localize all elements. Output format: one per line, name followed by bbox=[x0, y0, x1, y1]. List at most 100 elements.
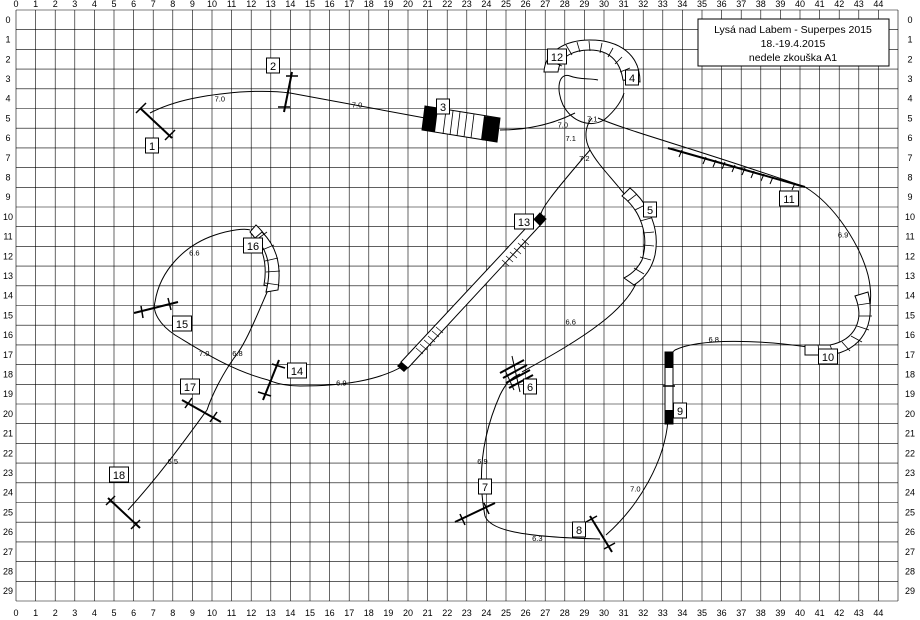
y-axis-label-right: 2 bbox=[907, 54, 912, 64]
distance-label: 6.9 bbox=[336, 378, 346, 387]
title-box: Lysá nad Labem - Superpes 2015 18.-19.4.… bbox=[697, 18, 890, 67]
y-axis-label-right: 3 bbox=[907, 74, 912, 84]
y-axis-label-right: 10 bbox=[905, 212, 915, 222]
obstacle-label-4: 4 bbox=[625, 69, 639, 86]
y-axis-label-right: 1 bbox=[907, 35, 912, 45]
distance-label: 6.3 bbox=[532, 534, 542, 543]
obstacle-label-16: 16 bbox=[243, 237, 263, 254]
title-line-3: nedele zkouška A1 bbox=[749, 52, 837, 64]
x-axis-label-bottom: 42 bbox=[834, 608, 844, 618]
y-axis-label-right: 5 bbox=[907, 113, 912, 123]
x-axis-label-bottom: 4 bbox=[92, 608, 97, 618]
y-axis-label-left: 13 bbox=[3, 271, 13, 281]
y-axis-label-left: 19 bbox=[3, 389, 13, 399]
x-axis-label-bottom: 24 bbox=[481, 608, 491, 618]
x-axis-label-top: 10 bbox=[207, 0, 217, 9]
x-axis-label-top: 1 bbox=[33, 0, 38, 9]
obstacle-label-box bbox=[523, 378, 537, 395]
x-axis-label-bottom: 14 bbox=[285, 608, 295, 618]
x-axis-label-bottom: 6 bbox=[131, 608, 136, 618]
obstacle-16 bbox=[249, 224, 281, 293]
x-axis-label-bottom: 32 bbox=[638, 608, 648, 618]
x-axis-label-bottom: 22 bbox=[442, 608, 452, 618]
title-line-2: 18.-19.4.2015 bbox=[761, 38, 826, 50]
y-axis-label-left: 24 bbox=[3, 488, 13, 498]
y-axis-label-left: 17 bbox=[3, 350, 13, 360]
obstacle-label-box bbox=[180, 378, 200, 395]
y-axis-label-right: 19 bbox=[905, 389, 915, 399]
y-axis-label-right: 22 bbox=[905, 448, 915, 458]
x-axis-label-top: 22 bbox=[442, 0, 452, 9]
obstacle-label-box bbox=[514, 213, 534, 230]
x-axis-label-top: 28 bbox=[560, 0, 570, 9]
x-axis-label-top: 16 bbox=[325, 0, 335, 9]
x-axis-label-bottom: 0 bbox=[13, 608, 18, 618]
obstacle-label-text: 7 bbox=[482, 482, 488, 494]
x-axis-label-top: 21 bbox=[423, 0, 433, 9]
course-path-line bbox=[153, 301, 269, 381]
x-axis-label-bottom: 44 bbox=[873, 608, 883, 618]
obstacle-label-text: 16 bbox=[247, 241, 259, 253]
x-axis-label-bottom: 19 bbox=[383, 608, 393, 618]
x-axis-label-bottom: 16 bbox=[325, 608, 335, 618]
distance-label: 6.6 bbox=[189, 248, 199, 257]
obstacle-label-15: 15 bbox=[172, 315, 192, 332]
course-path-line bbox=[499, 112, 576, 131]
distance-label: 7.0 bbox=[215, 95, 225, 104]
course-path-line bbox=[267, 364, 406, 387]
obstacle-label-14: 14 bbox=[287, 362, 307, 379]
course-path-line bbox=[597, 117, 806, 188]
distance-label: 7.0 bbox=[199, 349, 209, 358]
y-axis-label-left: 28 bbox=[3, 566, 13, 576]
obstacle-13 bbox=[397, 212, 547, 372]
course-path-line bbox=[206, 289, 269, 411]
y-axis-label-right: 11 bbox=[905, 232, 914, 242]
y-axis-label-right: 4 bbox=[907, 94, 912, 104]
x-axis-label-bottom: 18 bbox=[364, 608, 374, 618]
obstacle-2 bbox=[278, 71, 298, 113]
x-axis-label-top: 14 bbox=[285, 0, 295, 9]
y-axis-label-right: 8 bbox=[907, 172, 912, 182]
x-axis-label-top: 4 bbox=[92, 0, 97, 9]
x-axis-label-top: 37 bbox=[736, 0, 746, 9]
y-axis-label-left: 23 bbox=[3, 468, 13, 478]
y-axis-label-left: 26 bbox=[3, 527, 13, 537]
y-axis-label-left: 29 bbox=[3, 586, 13, 596]
x-axis-label-top: 11 bbox=[227, 0, 236, 9]
x-axis-label-top: 17 bbox=[344, 0, 354, 9]
y-axis-label-right: 0 bbox=[907, 15, 912, 25]
obstacle-label-13: 13 bbox=[514, 213, 534, 230]
y-axis-label-left: 14 bbox=[3, 291, 13, 301]
y-axis-label-left: 4 bbox=[5, 94, 10, 104]
x-axis-label-top: 6 bbox=[131, 0, 136, 9]
y-axis-label-left: 2 bbox=[5, 54, 10, 64]
x-axis-label-bottom: 12 bbox=[246, 608, 256, 618]
x-axis-label-top: 24 bbox=[481, 0, 491, 9]
x-axis-label-bottom: 23 bbox=[462, 608, 472, 618]
y-axis-label-left: 20 bbox=[3, 409, 13, 419]
obstacle-label-text: 10 bbox=[822, 352, 834, 364]
obstacle-label-box bbox=[625, 69, 639, 86]
obstacle-label-8: 8 bbox=[572, 521, 586, 538]
x-axis-label-bottom: 15 bbox=[305, 608, 315, 618]
y-axis-label-left: 22 bbox=[3, 448, 13, 458]
y-axis-label-left: 1 bbox=[5, 35, 10, 45]
obstacle-label-18: 18 bbox=[109, 466, 129, 483]
y-axis-label-left: 10 bbox=[3, 212, 13, 222]
obstacle-7 bbox=[454, 502, 496, 526]
x-axis-label-top: 27 bbox=[540, 0, 550, 9]
obstacles bbox=[105, 39, 872, 553]
y-axis-label-right: 21 bbox=[905, 429, 915, 439]
x-axis-label-top: 19 bbox=[383, 0, 393, 9]
x-axis-label-top: 23 bbox=[462, 0, 472, 9]
x-axis-label-bottom: 33 bbox=[658, 608, 668, 618]
obstacle-label-12: 12 bbox=[547, 48, 567, 65]
obstacle-label-text: 6 bbox=[527, 382, 533, 394]
x-axis-label-top: 8 bbox=[170, 0, 175, 9]
y-axis-label-left: 5 bbox=[5, 113, 10, 123]
x-axis-label-bottom: 3 bbox=[72, 608, 77, 618]
obstacle-label-box bbox=[673, 402, 687, 419]
obstacle-label-text: 18 bbox=[113, 470, 125, 482]
obstacle-label-5: 5 bbox=[643, 201, 657, 218]
